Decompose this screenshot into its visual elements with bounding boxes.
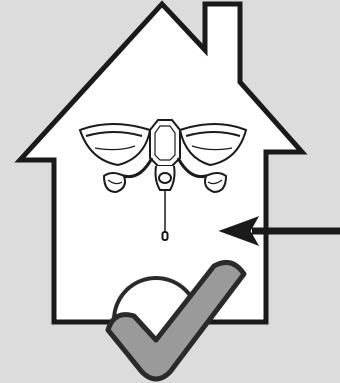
checkmark-icon	[105, 259, 247, 382]
ceiling-fan-light-kit-icon	[78, 119, 248, 241]
arrow-left-icon	[218, 216, 340, 246]
